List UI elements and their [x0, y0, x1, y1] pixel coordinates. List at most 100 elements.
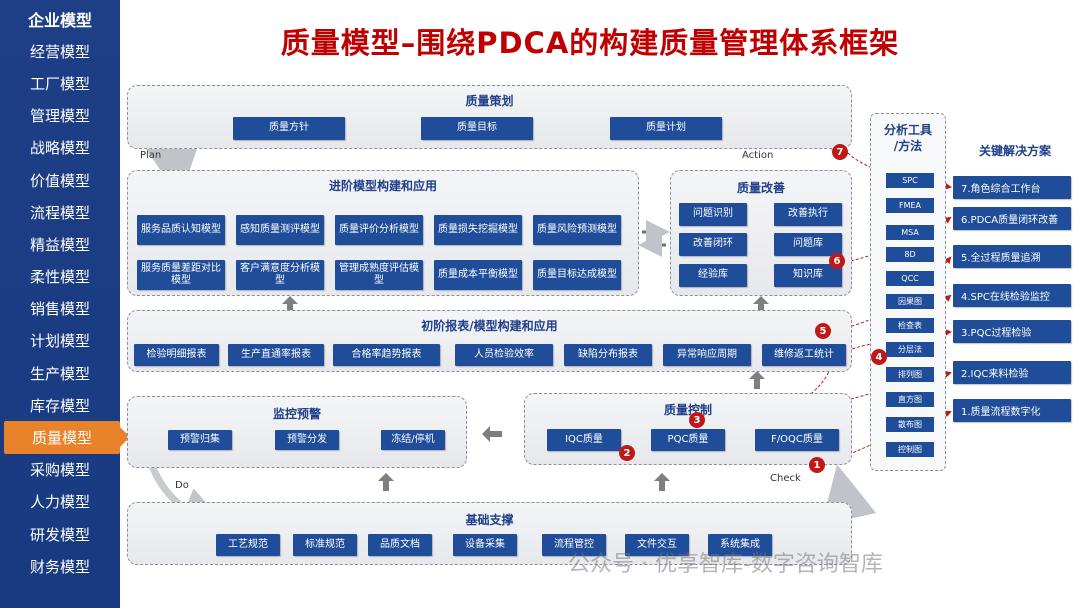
- tool-stratification: 分层法: [886, 342, 934, 357]
- sidebar-item-value-model[interactable]: 价值模型: [29, 171, 90, 190]
- phase-label-check: Check: [770, 473, 801, 484]
- box-quality-target: 质量目标: [421, 117, 533, 140]
- page-title: 质量模型–围绕PDCA的构建质量管理体系框架: [280, 26, 900, 60]
- tools-title-line2: /方法: [893, 139, 923, 154]
- sidebar-item-planning-model[interactable]: 计划模型: [29, 332, 90, 351]
- phase-label-action: Action: [742, 150, 774, 161]
- box-knowledge-library: 知识库: [774, 264, 842, 287]
- watermark: 公众号 · 优享智库-数字咨询智库: [568, 552, 883, 577]
- panel-title-foundation: 基础支撑: [465, 513, 514, 527]
- panel-title-quality-planning: 质量策划: [465, 94, 514, 108]
- box-quality-plan: 质量计划: [610, 117, 722, 140]
- box-report-3: 合格率趋势报表: [333, 344, 440, 366]
- box-advanced-model-6: 服务质量差距对比模型: [137, 260, 225, 290]
- box-process-spec: 工艺规范: [216, 534, 280, 556]
- arrow-up-reports-to-advanced: [282, 296, 298, 314]
- tool-qcc: QCC: [886, 271, 934, 286]
- phase-label-plan: Plan: [140, 150, 162, 161]
- tool-histogram: 直方图: [886, 392, 934, 407]
- badge-3: 3: [689, 412, 705, 428]
- sidebar-item-finance-model[interactable]: 财务模型: [29, 557, 90, 576]
- box-report-7: 维修返工统计: [762, 344, 846, 366]
- box-report-4: 人员检验效率: [455, 344, 553, 366]
- badge-5: 5: [815, 323, 831, 339]
- tool-8d: 8D: [886, 247, 934, 262]
- box-advanced-model-1: 服务品质认知模型: [137, 215, 225, 245]
- box-advanced-model-9: 质量成本平衡模型: [434, 260, 522, 290]
- arrow-up-reports-to-improvement: [753, 296, 769, 314]
- panel-title-quality-control: 质量控制: [663, 403, 712, 417]
- tool-pareto: 排列图: [886, 367, 934, 382]
- panel-quality-control: 质量控制 IQC质量 PQC质量 F/OQC质量: [524, 393, 852, 465]
- box-process-control: 流程管控: [542, 534, 606, 556]
- box-alert-collection: 预警归集: [168, 430, 232, 450]
- tool-fmea: FMEA: [886, 198, 934, 213]
- sidebar-item-production-model[interactable]: 生产模型: [29, 364, 90, 383]
- phase-label-do: Do: [175, 480, 189, 491]
- box-system-integration: 系统集成: [708, 534, 772, 556]
- panel-basic-reports: 初阶报表/模型构建和应用 检验明细报表 生产直通率报表 合格率趋势报表 人员检验…: [127, 310, 852, 372]
- tool-msa: MSA: [886, 225, 934, 240]
- sidebar-item-business-model[interactable]: 经营模型: [29, 42, 90, 61]
- box-report-1: 检验明细报表: [134, 344, 219, 366]
- box-quality-policy: 质量方针: [233, 117, 345, 140]
- box-report-2: 生产直通率报表: [228, 344, 324, 366]
- sidebar-item-quality-model[interactable]: 质量模型: [4, 421, 130, 454]
- panel-quality-improvement: 质量改善 问题识别 改善执行 改善闭环 问题库 经验库 知识库: [670, 170, 852, 296]
- panel-title-analysis-tools: 分析工具 /方法: [871, 122, 945, 154]
- sidebar-item-rd-model[interactable]: 研发模型: [29, 525, 90, 544]
- box-advanced-model-5: 质量风险预测模型: [533, 215, 621, 245]
- box-advanced-model-4: 质量损失挖掘模型: [434, 215, 522, 245]
- sidebar-item-hr-model[interactable]: 人力模型: [29, 493, 90, 512]
- box-alert-distribution: 预警分发: [275, 430, 339, 450]
- box-foqc-quality: F/OQC质量: [755, 429, 839, 451]
- box-problem-library: 问题库: [774, 233, 842, 256]
- solution-2: 2.IQC来料检验: [953, 361, 1071, 384]
- badge-4: 4: [871, 349, 887, 365]
- sidebar-item-strategy-model[interactable]: 战略模型: [29, 139, 90, 158]
- badge-6: 6: [829, 253, 845, 269]
- panel-advanced-models: 进阶模型构建和应用 服务品质认知模型 感知质量测评模型 质量评价分析模型 质量损…: [127, 170, 639, 296]
- panel-quality-planning: 质量策划 质量方针 质量目标 质量计划: [127, 85, 852, 149]
- box-improvement-closed-loop: 改善闭环: [679, 233, 747, 256]
- arrow-up-foundation-to-control: [654, 473, 670, 491]
- box-experience-library: 经验库: [679, 264, 747, 287]
- tool-scatter: 散布图: [886, 417, 934, 432]
- sidebar-item-management-model[interactable]: 管理模型: [29, 107, 90, 126]
- sidebar-item-enterprise-model[interactable]: 企业模型: [27, 11, 92, 31]
- solution-4: 4.SPC在线检验监控: [953, 284, 1071, 307]
- panel-analysis-tools: 分析工具 /方法 SPC FMEA MSA 8D QCC 因果图 检查表 分层法…: [870, 113, 946, 471]
- solution-5: 5.全过程质量追溯: [953, 245, 1071, 268]
- sidebar-item-flexible-model[interactable]: 柔性模型: [29, 268, 90, 287]
- box-report-5: 缺陷分布报表: [564, 344, 652, 366]
- badge-7: 7: [832, 144, 848, 160]
- box-device-collection: 设备采集: [453, 534, 517, 556]
- box-report-6: 异常响应周期: [663, 344, 751, 366]
- box-advanced-model-10: 质量目标达成模型: [533, 260, 621, 290]
- sidebar-item-lean-model[interactable]: 精益模型: [29, 235, 90, 254]
- solution-6: 6.PDCA质量闭环改善: [953, 207, 1071, 230]
- sidebar-item-purchasing-model[interactable]: 采购模型: [29, 461, 90, 480]
- badge-1: 1: [809, 457, 825, 473]
- arrow-left-control-to-monitoring: [482, 426, 502, 442]
- sidebar-item-sales-model[interactable]: 销售模型: [29, 300, 90, 319]
- sidebar-item-factory-model[interactable]: 工厂模型: [29, 74, 90, 93]
- solution-3: 3.PQC过程检验: [953, 320, 1071, 343]
- panel-title-quality-improvement: 质量改善: [736, 181, 785, 195]
- tool-spc: SPC: [886, 173, 934, 188]
- sidebar-item-process-model[interactable]: 流程模型: [29, 203, 90, 222]
- tools-title-line1: 分析工具: [883, 123, 932, 137]
- box-file-exchange: 文件交互: [625, 534, 689, 556]
- tool-checklist: 检查表: [886, 318, 934, 333]
- panel-monitoring: 监控预警 预警归集 预警分发 冻结/停机: [127, 396, 467, 468]
- panel-title-advanced-models: 进阶模型构建和应用: [328, 179, 437, 193]
- solutions-title: 关键解决方案: [978, 144, 1051, 158]
- solution-7: 7.角色综合工作台: [953, 176, 1071, 199]
- badge-2: 2: [619, 445, 635, 461]
- tool-cause-effect: 因果图: [886, 294, 934, 309]
- sidebar-item-inventory-model[interactable]: 库存模型: [29, 396, 90, 415]
- box-improvement-execution: 改善执行: [774, 203, 842, 226]
- box-iqc-quality: IQC质量: [547, 429, 621, 451]
- panel-title-monitoring: 监控预警: [272, 407, 321, 421]
- box-freeze-shutdown: 冻结/停机: [381, 430, 445, 450]
